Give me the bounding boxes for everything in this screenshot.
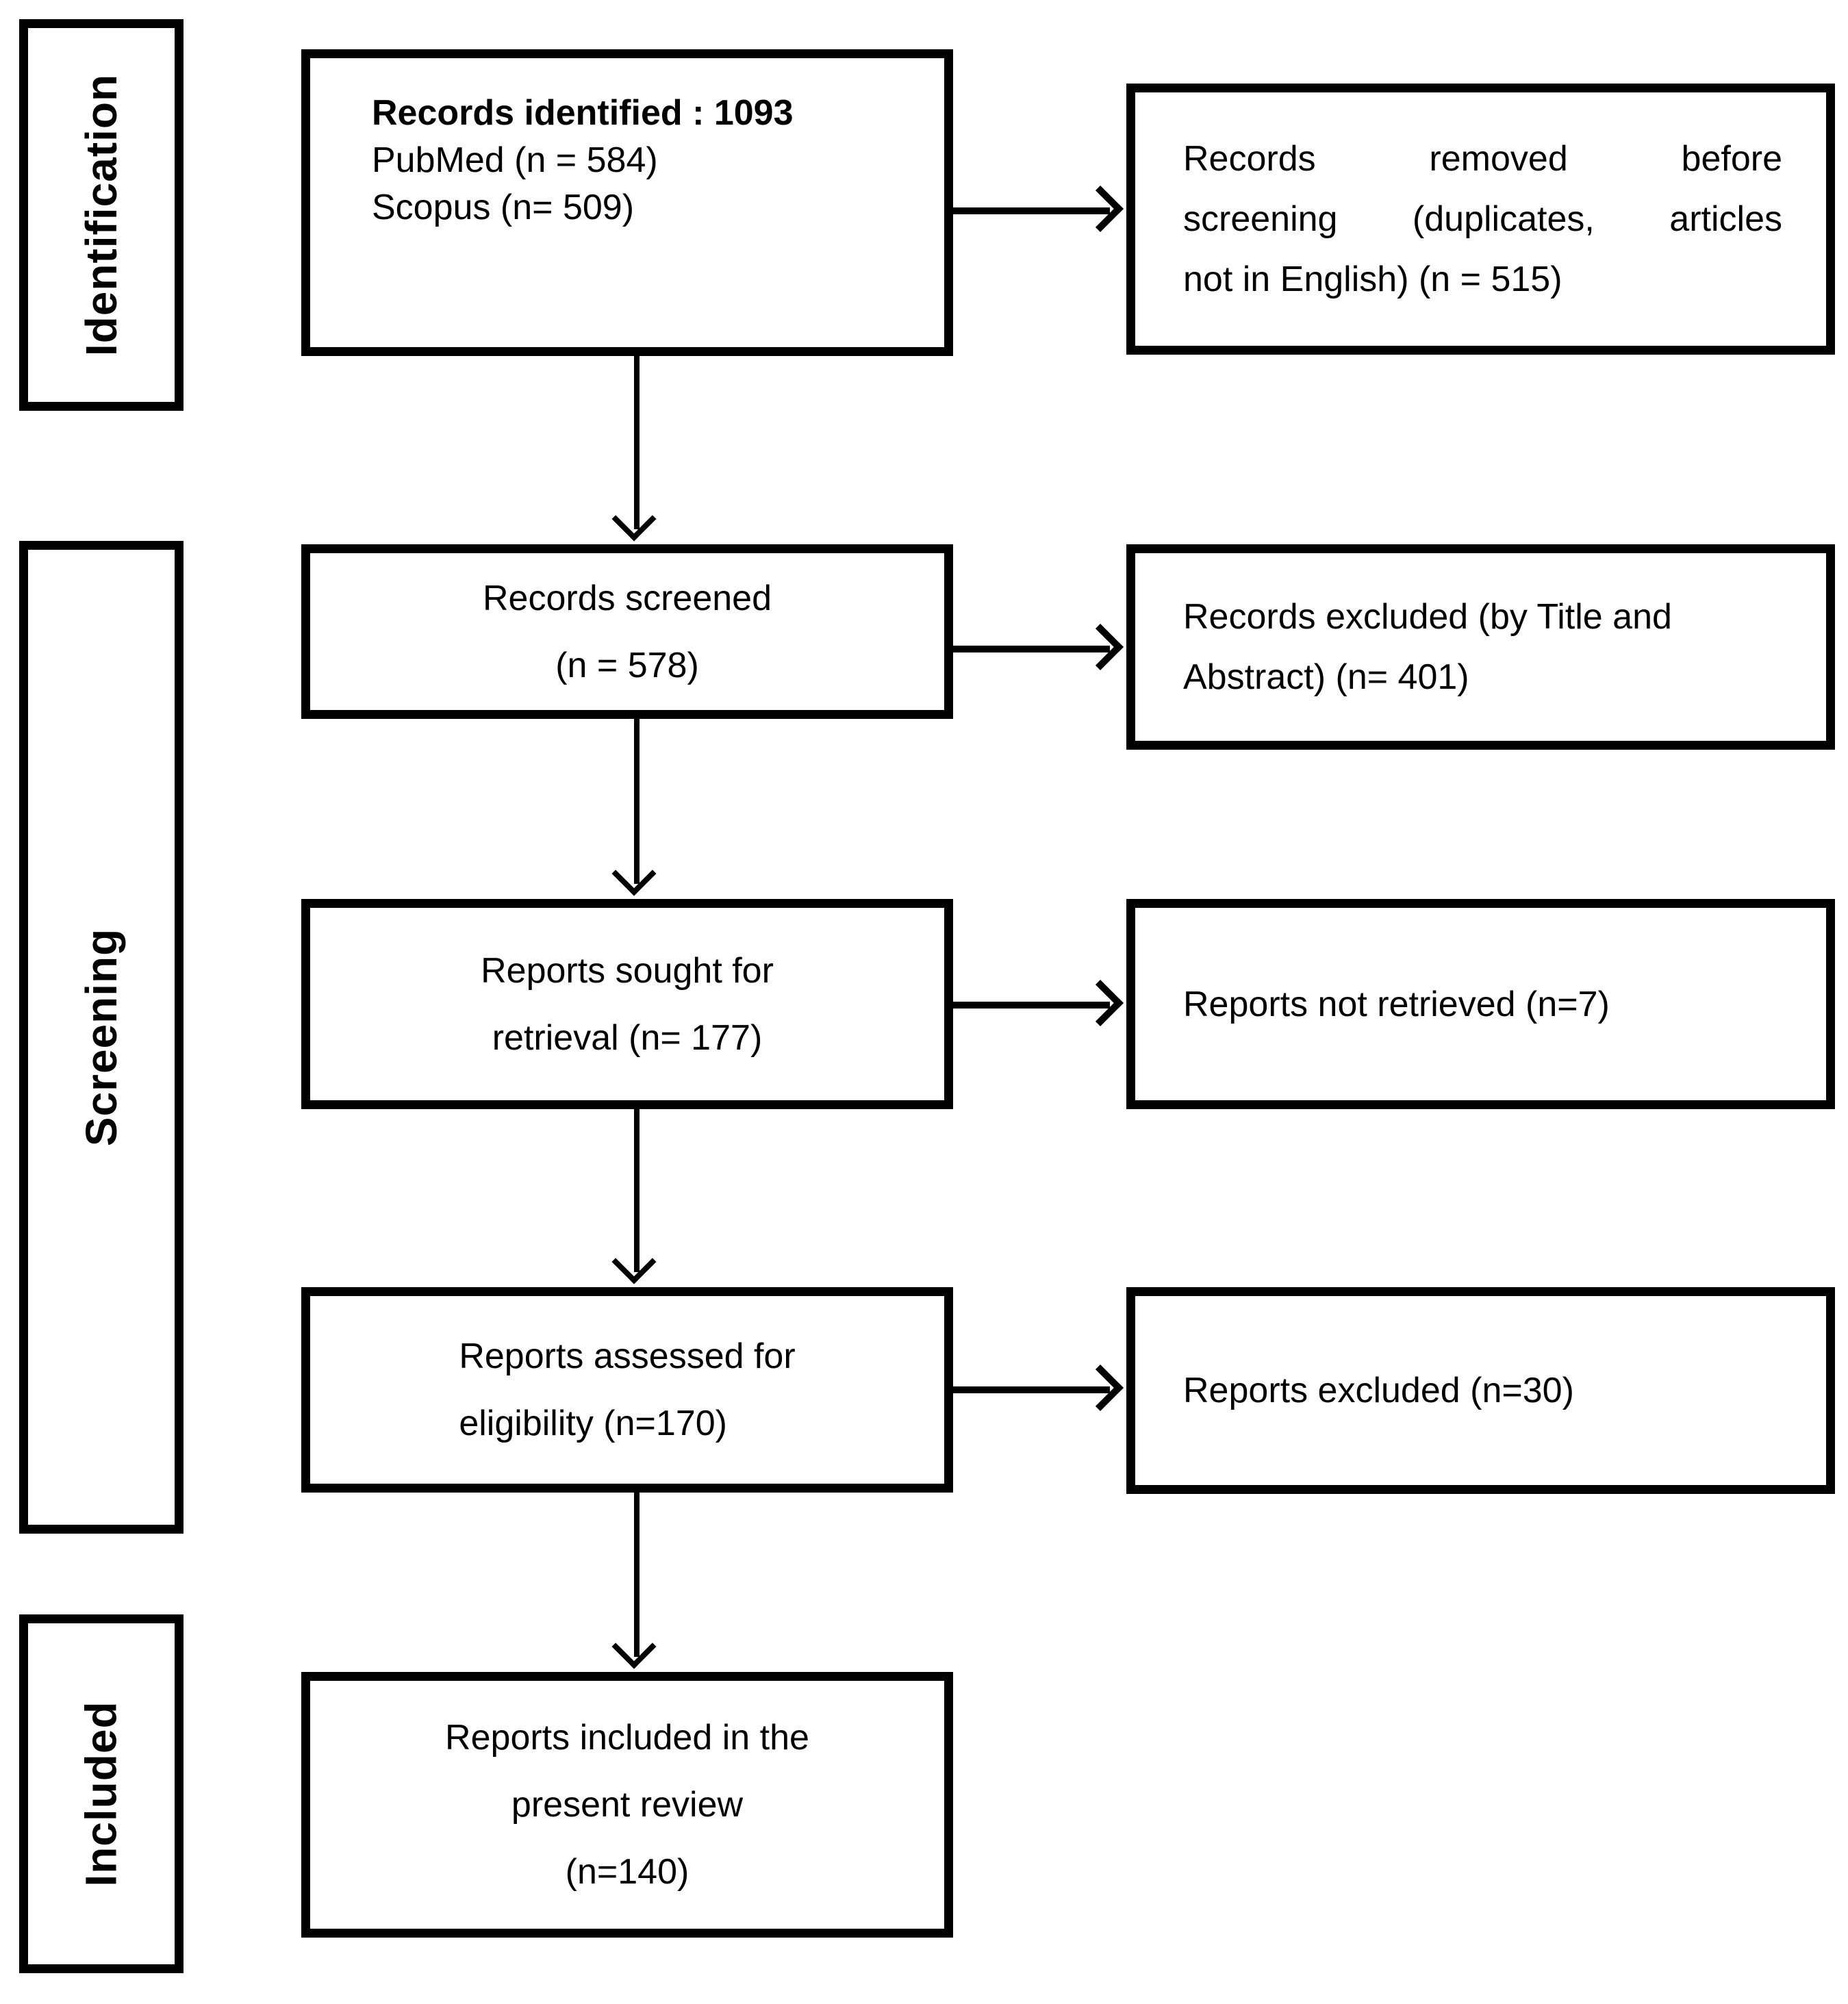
box-reports-excluded: Reports excluded (n=30) xyxy=(1126,1287,1835,1494)
scopus-count-line: Scopus (n= 509) xyxy=(372,188,635,227)
reports-sought-line: Reports sought for xyxy=(481,950,774,991)
records-identified-text: Records identified : 1093 PubMed (n = 58… xyxy=(372,90,794,231)
box-reports-included: Reports included in the present review (… xyxy=(301,1672,953,1938)
reports-included-count: (n=140) xyxy=(565,1852,689,1892)
arrow-shaft xyxy=(953,646,1110,652)
records-removed-text: Records removed before screening (duplic… xyxy=(1183,129,1782,309)
box-records-identified: Records identified : 1093 PubMed (n = 58… xyxy=(301,49,953,356)
arrowhead-down-icon xyxy=(611,1624,657,1669)
records-removed-count: not in English) (n = 515) xyxy=(1183,259,1562,299)
arrow-identified-to-screened xyxy=(611,356,657,544)
box-reports-not-retrieved: Reports not retrieved (n=7) xyxy=(1126,899,1835,1109)
reports-sought-text: Reports sought for retrieval (n= 177) xyxy=(481,937,774,1071)
stage-box-included: Included xyxy=(19,1614,183,1973)
stage-box-identification: Identification xyxy=(19,19,183,411)
records-removed-line-2: screening (duplicates, articles xyxy=(1183,199,1782,239)
reports-assessed-count: eligibility (n=170) xyxy=(459,1404,727,1443)
arrowhead-down-icon xyxy=(611,1239,657,1284)
reports-included-text: Reports included in the present review (… xyxy=(445,1704,809,1905)
arrow-shaft xyxy=(634,719,640,884)
box-records-removed: Records removed before screening (duplic… xyxy=(1126,84,1835,355)
arrow-screened-to-sought xyxy=(611,719,657,899)
arrowhead-right-icon xyxy=(1077,186,1124,232)
arrow-shaft xyxy=(634,1109,640,1272)
reports-not-retrieved-line: Reports not retrieved (n=7) xyxy=(1183,984,1610,1024)
stage-box-screening: Screening xyxy=(19,541,183,1534)
records-removed-line-1: Records removed before xyxy=(1183,139,1782,179)
reports-included-line-1: Reports included in the xyxy=(445,1718,809,1758)
box-records-screened: Records screened (n = 578) xyxy=(301,544,953,719)
arrow-sought-to-assessed xyxy=(611,1109,657,1287)
box-records-excluded: Records excluded (by Title and Abstract)… xyxy=(1126,544,1835,750)
arrowhead-right-icon xyxy=(1077,1365,1124,1411)
arrowhead-right-icon xyxy=(1077,980,1124,1026)
arrowhead-right-icon xyxy=(1077,624,1124,670)
arrow-sought-to-not-retrieved xyxy=(953,980,1126,1026)
arrow-shaft xyxy=(953,1002,1110,1009)
records-excluded-line-1: Records excluded (by Title and xyxy=(1183,597,1672,637)
pubmed-count-line: PubMed (n = 584) xyxy=(372,140,658,180)
arrow-screened-to-excluded xyxy=(953,624,1126,670)
records-identified-title: Records identified : 1093 xyxy=(372,93,794,133)
box-reports-assessed: Reports assessed for eligibility (n=170) xyxy=(301,1287,953,1493)
stage-label-included: Included xyxy=(77,1701,126,1887)
records-screened-count: (n = 578) xyxy=(555,645,699,685)
arrow-identified-to-removed xyxy=(953,186,1126,232)
arrow-shaft xyxy=(634,1493,640,1657)
reports-included-line-2: present review xyxy=(511,1785,744,1825)
reports-not-retrieved-text: Reports not retrieved (n=7) xyxy=(1183,974,1782,1035)
reports-assessed-text: Reports assessed for eligibility (n=170) xyxy=(459,1323,795,1457)
stage-label-identification: Identification xyxy=(77,73,126,357)
records-screened-line: Records screened xyxy=(483,578,772,618)
arrow-assessed-to-excluded xyxy=(953,1365,1126,1411)
reports-excluded-text: Reports excluded (n=30) xyxy=(1183,1360,1782,1421)
arrow-assessed-to-included xyxy=(611,1493,657,1672)
stage-label-screening: Screening xyxy=(77,928,126,1147)
arrow-shaft xyxy=(634,356,640,529)
arrow-shaft xyxy=(953,207,1110,214)
arrow-shaft xyxy=(953,1386,1110,1393)
reports-sought-count: retrieval (n= 177) xyxy=(492,1017,763,1058)
reports-assessed-line: Reports assessed for xyxy=(459,1336,796,1376)
records-excluded-count: Abstract) (n= 401) xyxy=(1183,657,1469,697)
box-reports-sought: Reports sought for retrieval (n= 177) xyxy=(301,899,953,1109)
arrowhead-down-icon xyxy=(611,496,657,542)
records-screened-text: Records screened (n = 578) xyxy=(483,565,772,699)
records-excluded-text: Records excluded (by Title and Abstract)… xyxy=(1183,587,1782,707)
arrowhead-down-icon xyxy=(611,851,657,896)
reports-excluded-line: Reports excluded (n=30) xyxy=(1183,1371,1574,1410)
